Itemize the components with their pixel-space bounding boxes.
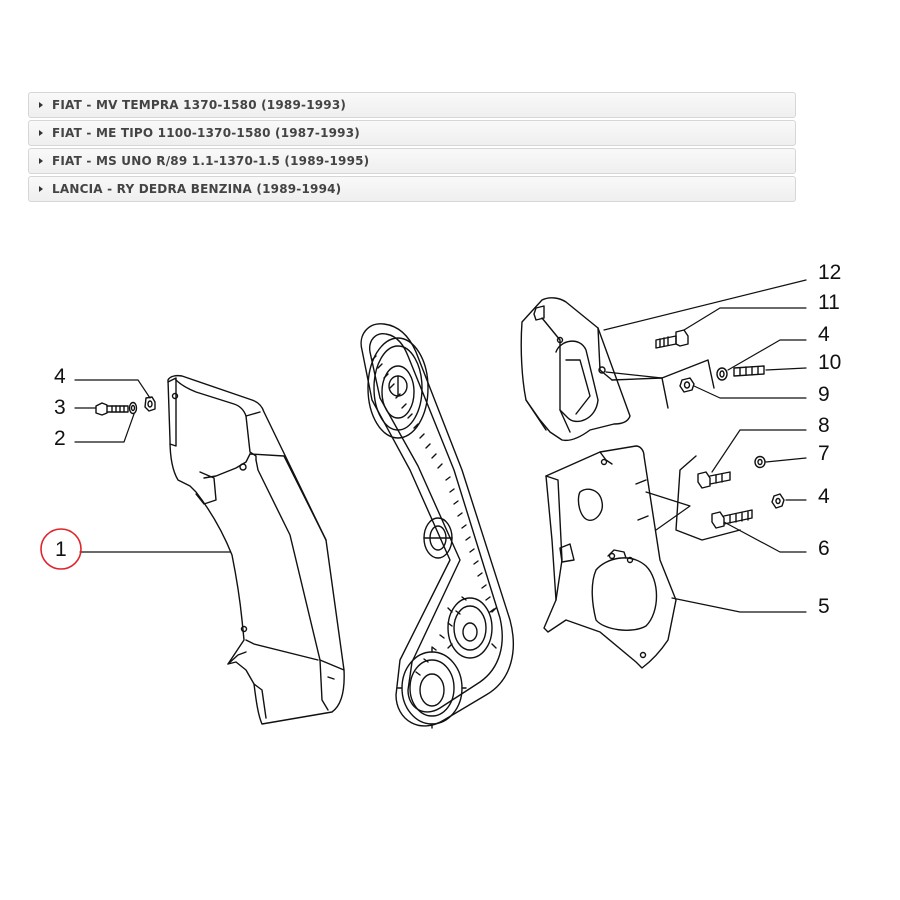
lower-inner-cover[interactable] [543,445,677,669]
accordion-item-label: FIAT - MV TEMPRA 1370-1580 (1989-1993) [52,98,347,112]
callout-left-1[interactable]: 1 [55,538,67,561]
callout-right-4b[interactable]: 4 [818,485,830,508]
washer-4-upper[interactable] [716,367,728,381]
bracket-outline-upper [611,359,715,409]
washer-2[interactable] [128,401,138,415]
caret-right-icon [39,130,43,136]
tensioner-pulley[interactable] [423,517,453,559]
accordion-item-fiat-uno[interactable]: FIAT - MS UNO R/89 1.1-1370-1.5 (1989-19… [28,148,796,174]
bolt-11[interactable] [655,329,689,349]
accordion-item-label: LANCIA - RY DEDRA BENZINA (1989-1994) [52,182,342,196]
callout-right-8[interactable]: 8 [818,414,830,437]
callout-right-10[interactable]: 10 [818,351,841,374]
nut-9[interactable] [679,377,695,393]
outer-timing-cover[interactable] [167,374,345,725]
intermediate-pulley[interactable] [447,597,497,659]
timing-belt[interactable] [360,323,514,727]
callout-left-2[interactable]: 2 [54,427,66,450]
callout-right-6[interactable]: 6 [818,537,830,560]
camshaft-pulley[interactable] [367,337,429,439]
callout-right-7[interactable]: 7 [818,442,830,465]
accordion-item-lancia-dedra[interactable]: LANCIA - RY DEDRA BENZINA (1989-1994) [28,176,796,202]
callout-right-5[interactable]: 5 [818,595,830,618]
nut-4[interactable] [144,396,156,412]
leader-lines [74,279,807,613]
crankshaft-pulley[interactable] [397,647,467,729]
bolt-6[interactable] [711,509,753,529]
upper-inner-cover[interactable] [520,297,631,442]
callout-labels: 4 3 2 1 12 11 4 10 9 8 7 4 6 5 [54,261,841,618]
callout-right-11[interactable]: 11 [818,291,840,314]
washer-7[interactable] [754,455,766,469]
accordion-item-label: FIAT - ME TIPO 1100-1370-1580 (1987-1993… [52,126,360,140]
nut-4-lower[interactable] [771,493,785,509]
accordion-item-fiat-tempra[interactable]: FIAT - MV TEMPRA 1370-1580 (1989-1993) [28,92,796,118]
vehicle-accordion: FIAT - MV TEMPRA 1370-1580 (1989-1993) F… [28,92,796,204]
callout-left-3[interactable]: 3 [54,396,66,419]
bracket-outline-lower [675,455,741,541]
callout-right-4a[interactable]: 4 [818,323,830,346]
stud-10[interactable] [733,365,765,377]
caret-right-icon [39,186,43,192]
caret-right-icon [39,102,43,108]
selected-part-highlight [40,528,82,570]
caret-right-icon [39,158,43,164]
bolt-3[interactable] [95,402,129,416]
callout-right-9[interactable]: 9 [818,383,830,406]
accordion-item-fiat-tipo[interactable]: FIAT - ME TIPO 1100-1370-1580 (1987-1993… [28,120,796,146]
accordion-item-label: FIAT - MS UNO R/89 1.1-1370-1.5 (1989-19… [52,154,370,168]
callout-right-12[interactable]: 12 [818,261,841,284]
callout-left-4[interactable]: 4 [54,365,66,388]
bolt-8[interactable] [697,471,731,489]
